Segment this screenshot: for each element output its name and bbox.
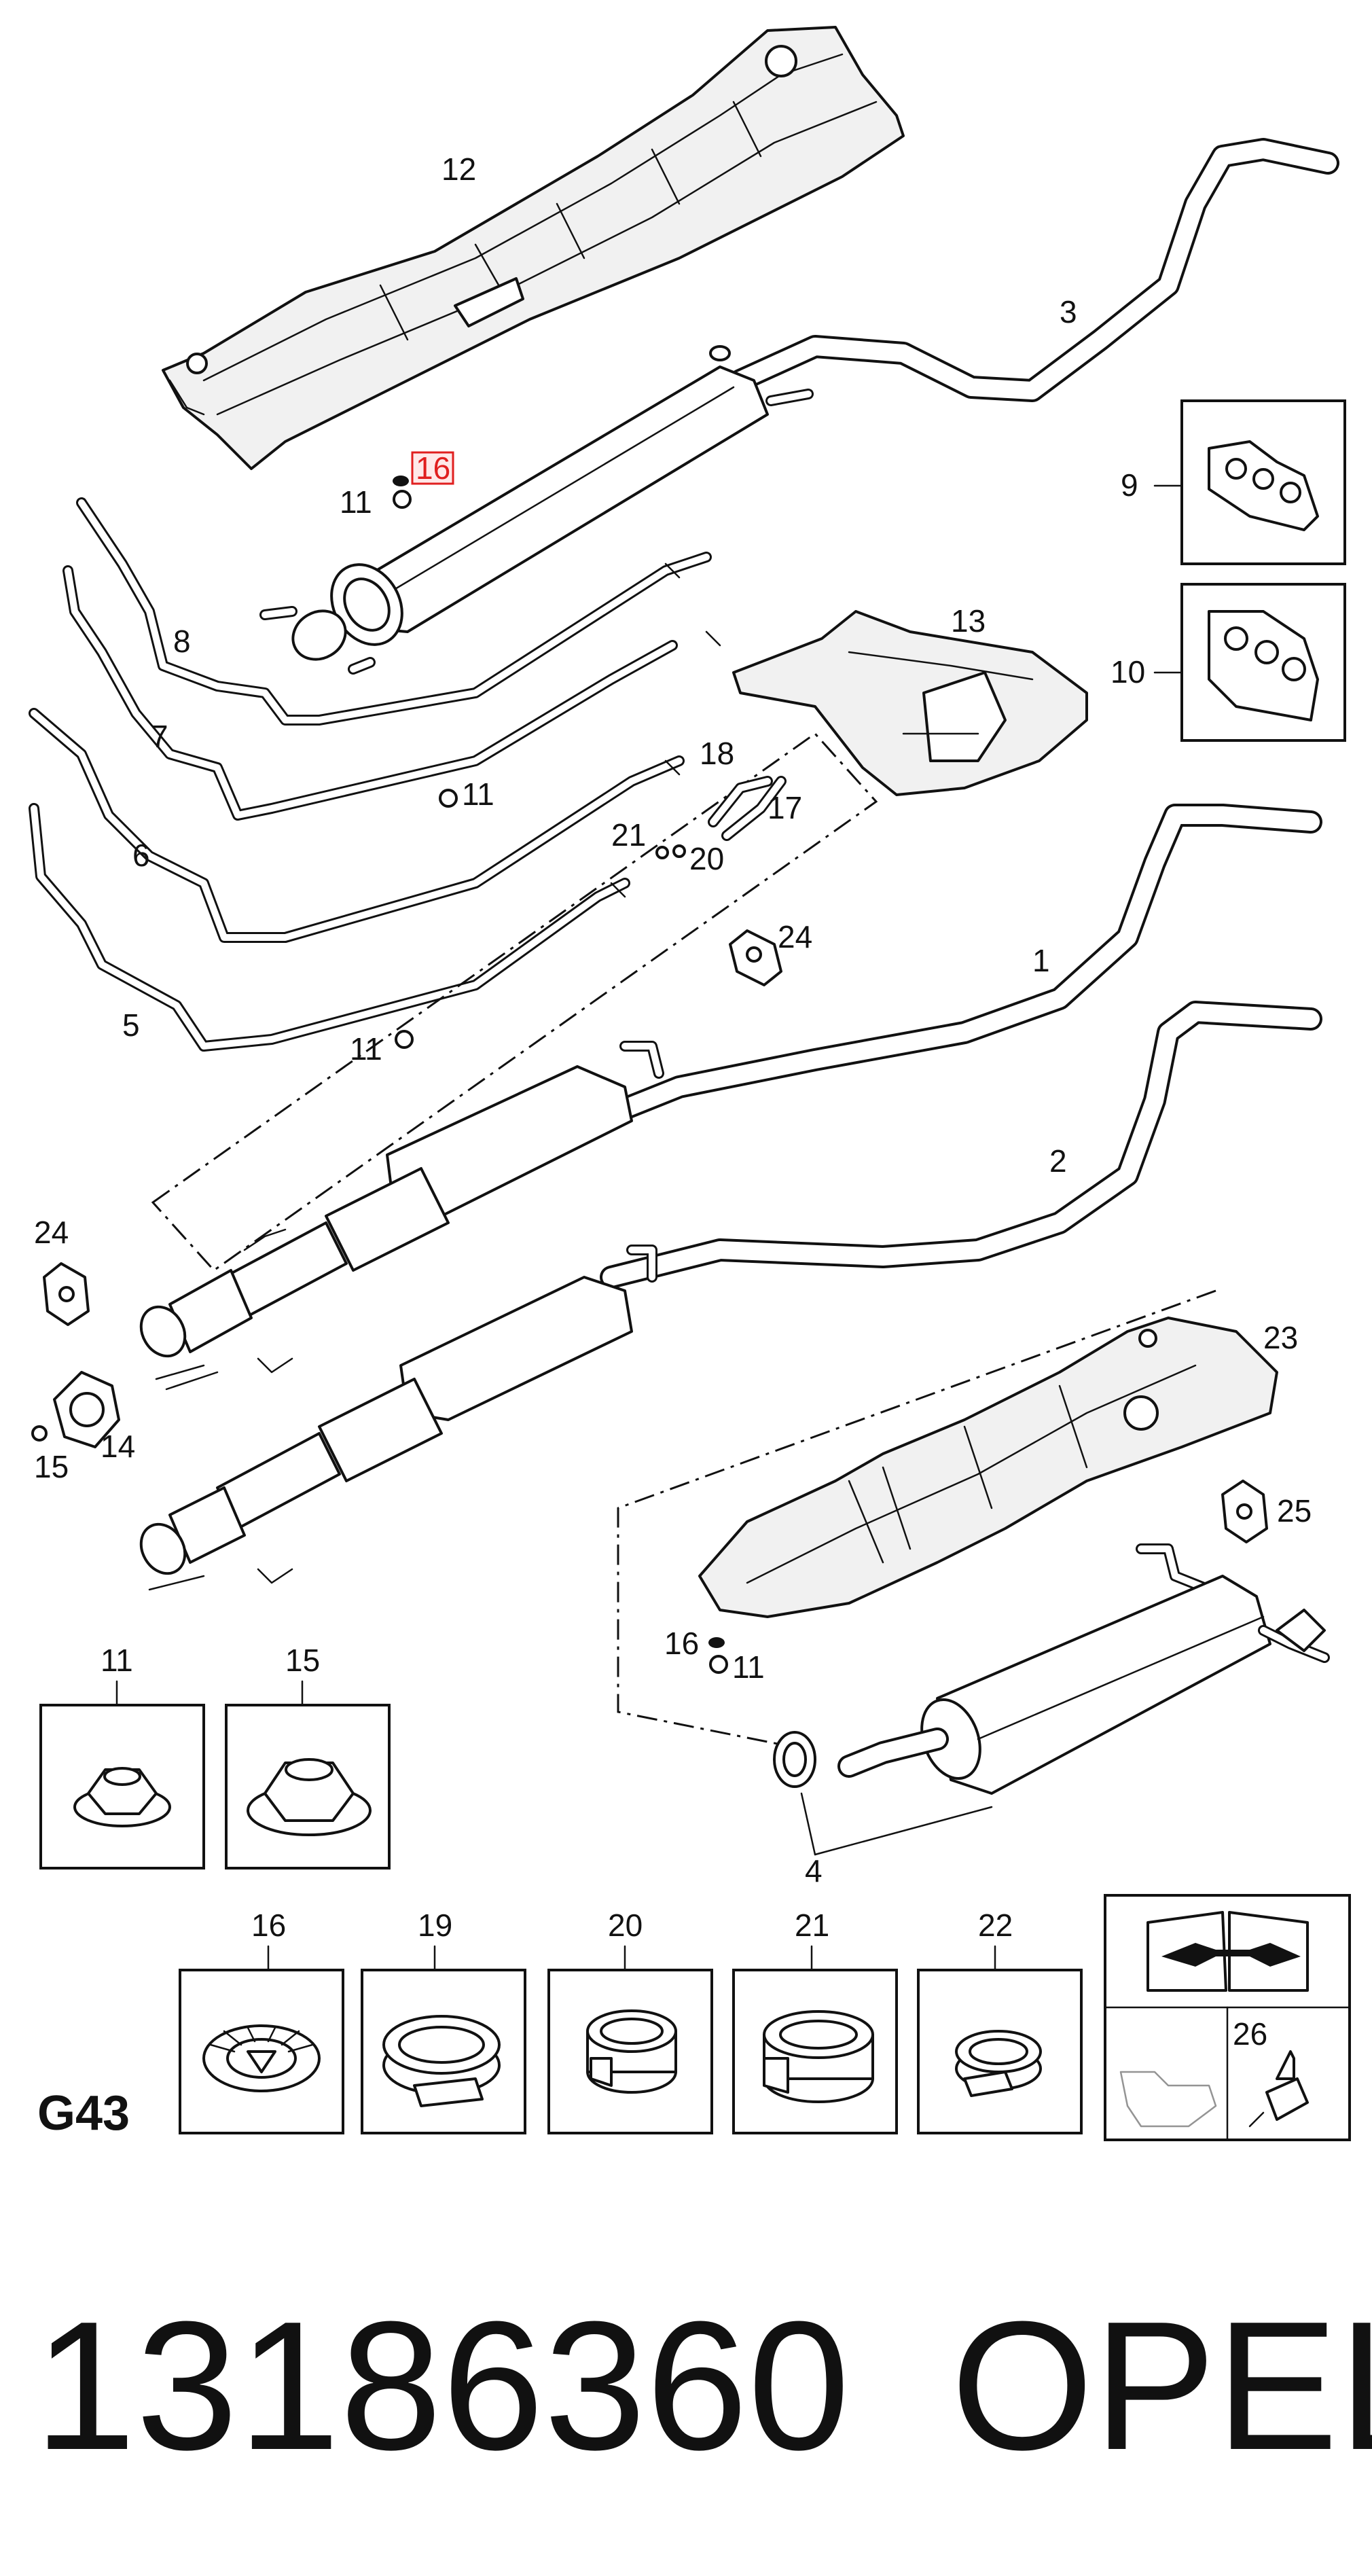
sealant-tube-icon (1248, 2050, 1309, 2128)
legend-label-11: 11 (101, 1643, 133, 1678)
parts-5-8-lines (29, 497, 721, 1052)
label-18: 18 (700, 736, 734, 771)
group-code: G43 (37, 2086, 130, 2141)
label-6: 6 (132, 838, 150, 873)
label-2: 2 (1049, 1143, 1067, 1179)
oil-pan-icon (1119, 2071, 1217, 2128)
spring-clamp-icon (955, 2030, 1042, 2097)
legend-row-1: 11 15 (39, 1643, 391, 1870)
part-10-clip-box (1153, 583, 1346, 742)
part-25-hanger (1221, 1480, 1268, 1543)
label-15: 15 (34, 1449, 69, 1484)
legend-label-21: 21 (795, 1908, 829, 1943)
label-11-upper: 11 (340, 484, 372, 520)
label-16-highlighted: 16 (416, 450, 450, 486)
hose-clamp-icon (382, 2015, 501, 2107)
clamp-icon (763, 2010, 874, 2103)
part-14-gasket (53, 1371, 120, 1448)
label-4: 4 (805, 1853, 823, 1889)
rubber-grommet-icon (202, 2024, 321, 2092)
label-24-left: 24 (34, 1215, 69, 1250)
label-24-upper: 24 (778, 919, 812, 954)
dashed-group-upper (151, 732, 878, 1272)
part-15-nut (31, 1425, 48, 1442)
label-8: 8 (173, 624, 191, 659)
label-11-rear: 11 (732, 1649, 765, 1685)
brand-name: OPEL (951, 2284, 1372, 2488)
label-9: 9 (1121, 467, 1138, 503)
label-12: 12 (441, 151, 476, 187)
part-11-nut-mid (439, 789, 458, 808)
part-9-clip-box (1153, 399, 1346, 565)
part-number: 13186360 (34, 2284, 850, 2488)
highlight-box-16 (411, 451, 454, 485)
part-16-grommet-upper (393, 476, 409, 486)
legend-label-22: 22 (978, 1908, 1013, 1943)
legend-label-26: 26 (1233, 2016, 1267, 2052)
part-1-front-pipe-dpf (139, 804, 1322, 1391)
legend-label-16: 16 (251, 1908, 286, 1943)
label-13: 13 (951, 603, 986, 639)
label-11-lower: 11 (350, 1031, 382, 1067)
label-14: 14 (101, 1429, 135, 1464)
part-4-rear-muffler (773, 1543, 1330, 1856)
part-2-front-pipe-dpf (139, 1001, 1322, 1591)
part-24-hanger-upper (729, 929, 782, 986)
part-11-nut-upper (393, 490, 412, 509)
legend-row-2: 16 19 20 21 (179, 1908, 1083, 2134)
part-16-grommet-lower (708, 1637, 725, 1648)
part-24-hanger-left (43, 1262, 90, 1326)
part-20-clamp-small (672, 844, 686, 858)
label-20: 20 (689, 841, 724, 876)
label-5: 5 (122, 1007, 140, 1043)
part-23-heat-shield (698, 1317, 1278, 1618)
label-1: 1 (1032, 943, 1050, 978)
part-11-nut-rear (709, 1655, 728, 1674)
legend-label-15: 15 (285, 1643, 320, 1678)
label-3: 3 (1060, 294, 1077, 329)
label-10: 10 (1111, 654, 1145, 690)
tool-and-sealant-box: 26 (1104, 1894, 1351, 2141)
clamp-icon (586, 2009, 677, 2094)
label-16-lower: 16 (664, 1626, 699, 1661)
flange-nut-icon (73, 1767, 171, 1827)
legend-label-20: 20 (608, 1908, 643, 1943)
label-23: 23 (1263, 1320, 1298, 1355)
callout-labels: 12 3 16 11 9 10 13 8 7 18 11 17 21 20 6 … (34, 151, 1312, 1889)
part-3-rear-pipe-muffler (259, 138, 1339, 675)
part-13-heat-shield (732, 610, 1088, 796)
legend-label-19: 19 (418, 1908, 452, 1943)
label-25: 25 (1277, 1493, 1312, 1528)
label-17: 17 (768, 790, 802, 825)
part-11-nut-lower (395, 1030, 414, 1049)
label-7: 7 (151, 719, 168, 754)
manual-wrench-icon (1147, 1911, 1309, 1992)
part-12-heat-shield (162, 26, 905, 470)
dashed-group-lower (617, 1289, 1216, 1747)
label-11-mid: 11 (462, 776, 494, 812)
label-21: 21 (611, 817, 646, 853)
large-flange-nut-icon (247, 1758, 372, 1836)
parts-17-18-pipes (708, 776, 787, 841)
part-21-clamp-small (655, 846, 669, 859)
